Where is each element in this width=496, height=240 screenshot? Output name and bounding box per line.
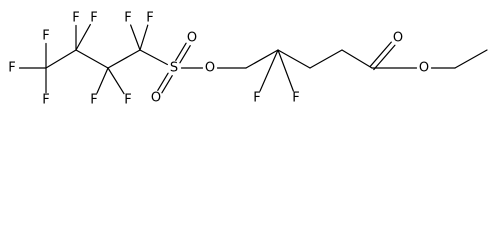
atom-label-o4: O (393, 31, 403, 46)
bond-c-f (139, 24, 149, 51)
bond-b6 (175, 42, 187, 61)
atom-label-f1: F (8, 61, 15, 76)
bond-b5 (161, 75, 173, 94)
bond-b1 (45, 49, 77, 69)
atom-label-f10: F (253, 91, 260, 106)
atom-label-o5: O (419, 61, 429, 76)
atom-label-o1: O (151, 91, 161, 106)
bond-b3 (107, 49, 141, 69)
atom-label-f9: F (146, 11, 153, 26)
atom-label-o3: O (205, 61, 215, 76)
atom-label-s: S (170, 61, 178, 76)
bond-c-f (107, 67, 125, 95)
bond-b13 (373, 44, 396, 71)
bond-c-f (75, 23, 91, 51)
bond-c-f (277, 49, 294, 92)
bond-b6 (179, 45, 191, 64)
atom-label-f5: F (90, 11, 97, 26)
atom-label-o2: O (187, 31, 197, 46)
atom-label-f11: F (292, 91, 299, 106)
bond-b9 (245, 49, 279, 69)
bond-b4 (139, 49, 168, 66)
bond-b2 (75, 49, 109, 69)
atom-label-f7: F (124, 93, 131, 108)
bond-b13 (369, 41, 392, 68)
atom-label-f4: F (72, 11, 79, 26)
bond-c-f (96, 67, 109, 94)
bond-b16 (454, 49, 488, 69)
bond-b12 (341, 49, 373, 69)
atom-label-f6: F (90, 93, 97, 108)
bonds-layer (18, 23, 488, 95)
bond-b5 (157, 72, 169, 91)
atom-label-f3: F (42, 93, 49, 108)
bond-c-f (130, 24, 141, 51)
atom-label-f8: F (124, 11, 131, 26)
bond-c-f (259, 49, 279, 92)
bond-b11 (309, 49, 343, 69)
atom-label-f2: F (42, 29, 49, 44)
bond-b10 (277, 49, 311, 69)
